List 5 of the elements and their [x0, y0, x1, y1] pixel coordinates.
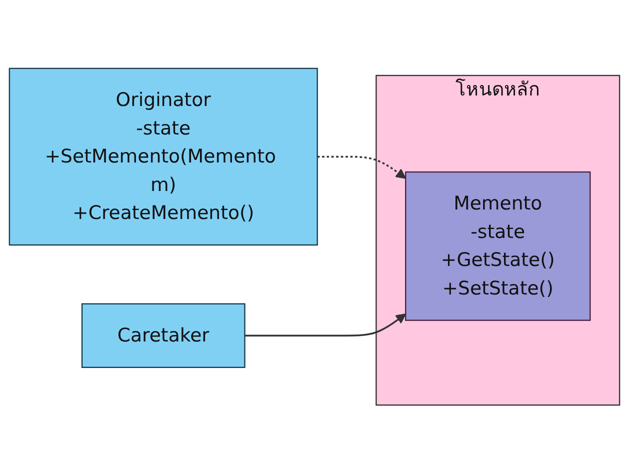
arrow [244, 314, 406, 337]
arrow [317, 156, 406, 180]
node-box: Memento -state +GetState() +SetState() [405, 172, 591, 322]
node-box: Originator -state +SetMemento(Memento m) +CreateMemento() [8, 68, 318, 246]
node-box: Caretaker [81, 304, 246, 368]
